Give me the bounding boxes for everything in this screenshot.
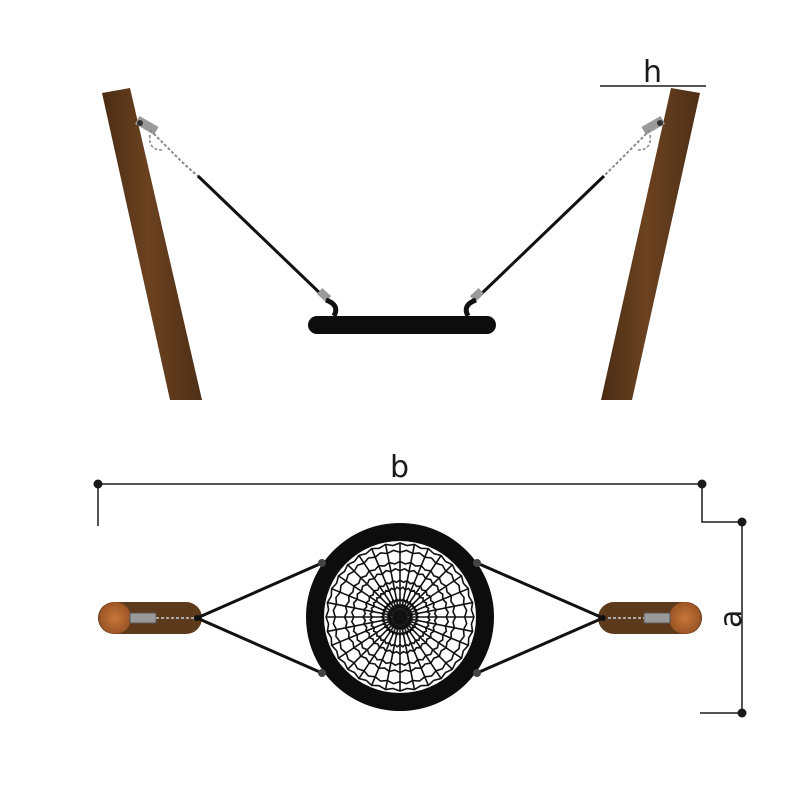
- left-connector: [316, 287, 339, 318]
- right-post: [601, 88, 700, 400]
- right-rope: [475, 174, 606, 300]
- dimension-h-label: h: [643, 55, 662, 90]
- dimension-a: a: [700, 517, 749, 718]
- nest-seat: [306, 523, 494, 711]
- net-ring: [332, 549, 468, 685]
- left-beam-end: [99, 602, 131, 634]
- dimension-a-label: a: [714, 610, 749, 628]
- dimension-b-label: b: [390, 450, 409, 485]
- net-ring: [343, 560, 457, 674]
- left-rope: [196, 174, 327, 300]
- net-ring: [369, 586, 431, 648]
- net-ring: [362, 579, 438, 655]
- front-view: h: [102, 55, 706, 400]
- left-post: [102, 88, 202, 400]
- right-connector: [463, 287, 485, 318]
- net-ring: [380, 597, 420, 637]
- right-beam-end: [669, 602, 701, 634]
- net-ring: [325, 542, 475, 692]
- net-ring: [386, 603, 414, 631]
- left-chain: [149, 129, 199, 177]
- net-ring: [350, 567, 450, 667]
- seat-front: [308, 316, 496, 334]
- dimension-b: b: [93, 450, 742, 526]
- top-view: b a: [93, 450, 749, 718]
- dimension-h: h: [600, 55, 706, 90]
- right-beam: [598, 602, 702, 634]
- left-beam: [98, 602, 202, 634]
- nest-net: [325, 542, 475, 692]
- left-hanger: [134, 116, 199, 177]
- right-hanger: [603, 116, 666, 177]
- top-ropes: [196, 561, 604, 675]
- right-chain: [603, 129, 651, 177]
